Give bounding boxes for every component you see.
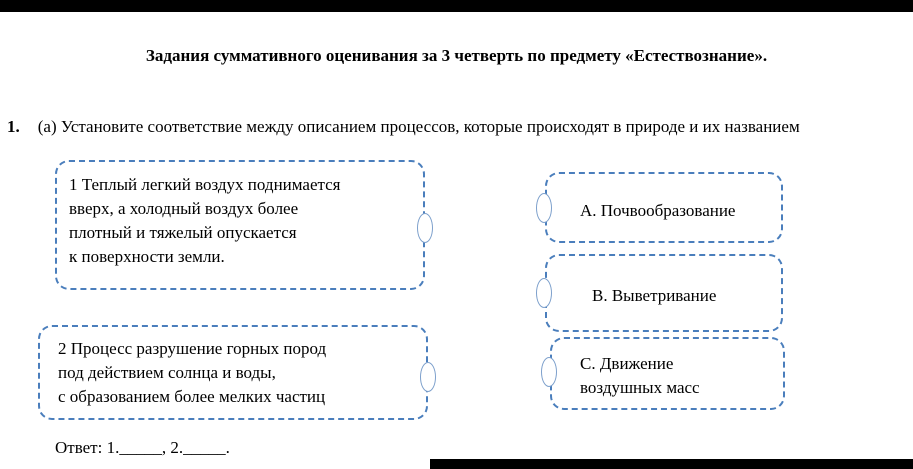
name-box-a-label: А. Почвообразование — [580, 201, 736, 220]
process-box-1-text: 1 Теплый легкий воздух поднимается вверх… — [69, 175, 341, 266]
connector-oval-name-c — [541, 357, 557, 387]
name-box-c: С. Движение воздушных масс — [550, 337, 785, 410]
question-text: (а) Установите соответствие между описан… — [37, 117, 800, 136]
name-box-c-label: С. Движение воздушных масс — [580, 354, 700, 397]
bottom-black-bar — [430, 459, 913, 469]
name-box-b-label: В. Выветривание — [592, 286, 717, 305]
connector-oval-name-a — [536, 193, 552, 223]
connector-oval-name-b — [536, 278, 552, 308]
connector-oval-process-2 — [420, 362, 436, 392]
connector-oval-process-1 — [417, 213, 433, 243]
process-box-1: 1 Теплый легкий воздух поднимается вверх… — [55, 160, 425, 290]
name-box-b: В. Выветривание — [545, 254, 783, 332]
name-box-a: А. Почвообразование — [545, 172, 783, 243]
top-black-bar — [0, 0, 913, 12]
question-row: 1. (а) Установите соответствие между опис… — [7, 117, 913, 137]
document-title: Задания суммативного оценивания за 3 чет… — [145, 46, 768, 65]
answer-line: Ответ: 1._____, 2._____. — [55, 438, 230, 457]
process-box-2-text: 2 Процесс разрушение горных пород под де… — [58, 339, 327, 406]
question-number: 1. — [7, 117, 20, 136]
process-box-2: 2 Процесс разрушение горных пород под де… — [38, 325, 428, 420]
